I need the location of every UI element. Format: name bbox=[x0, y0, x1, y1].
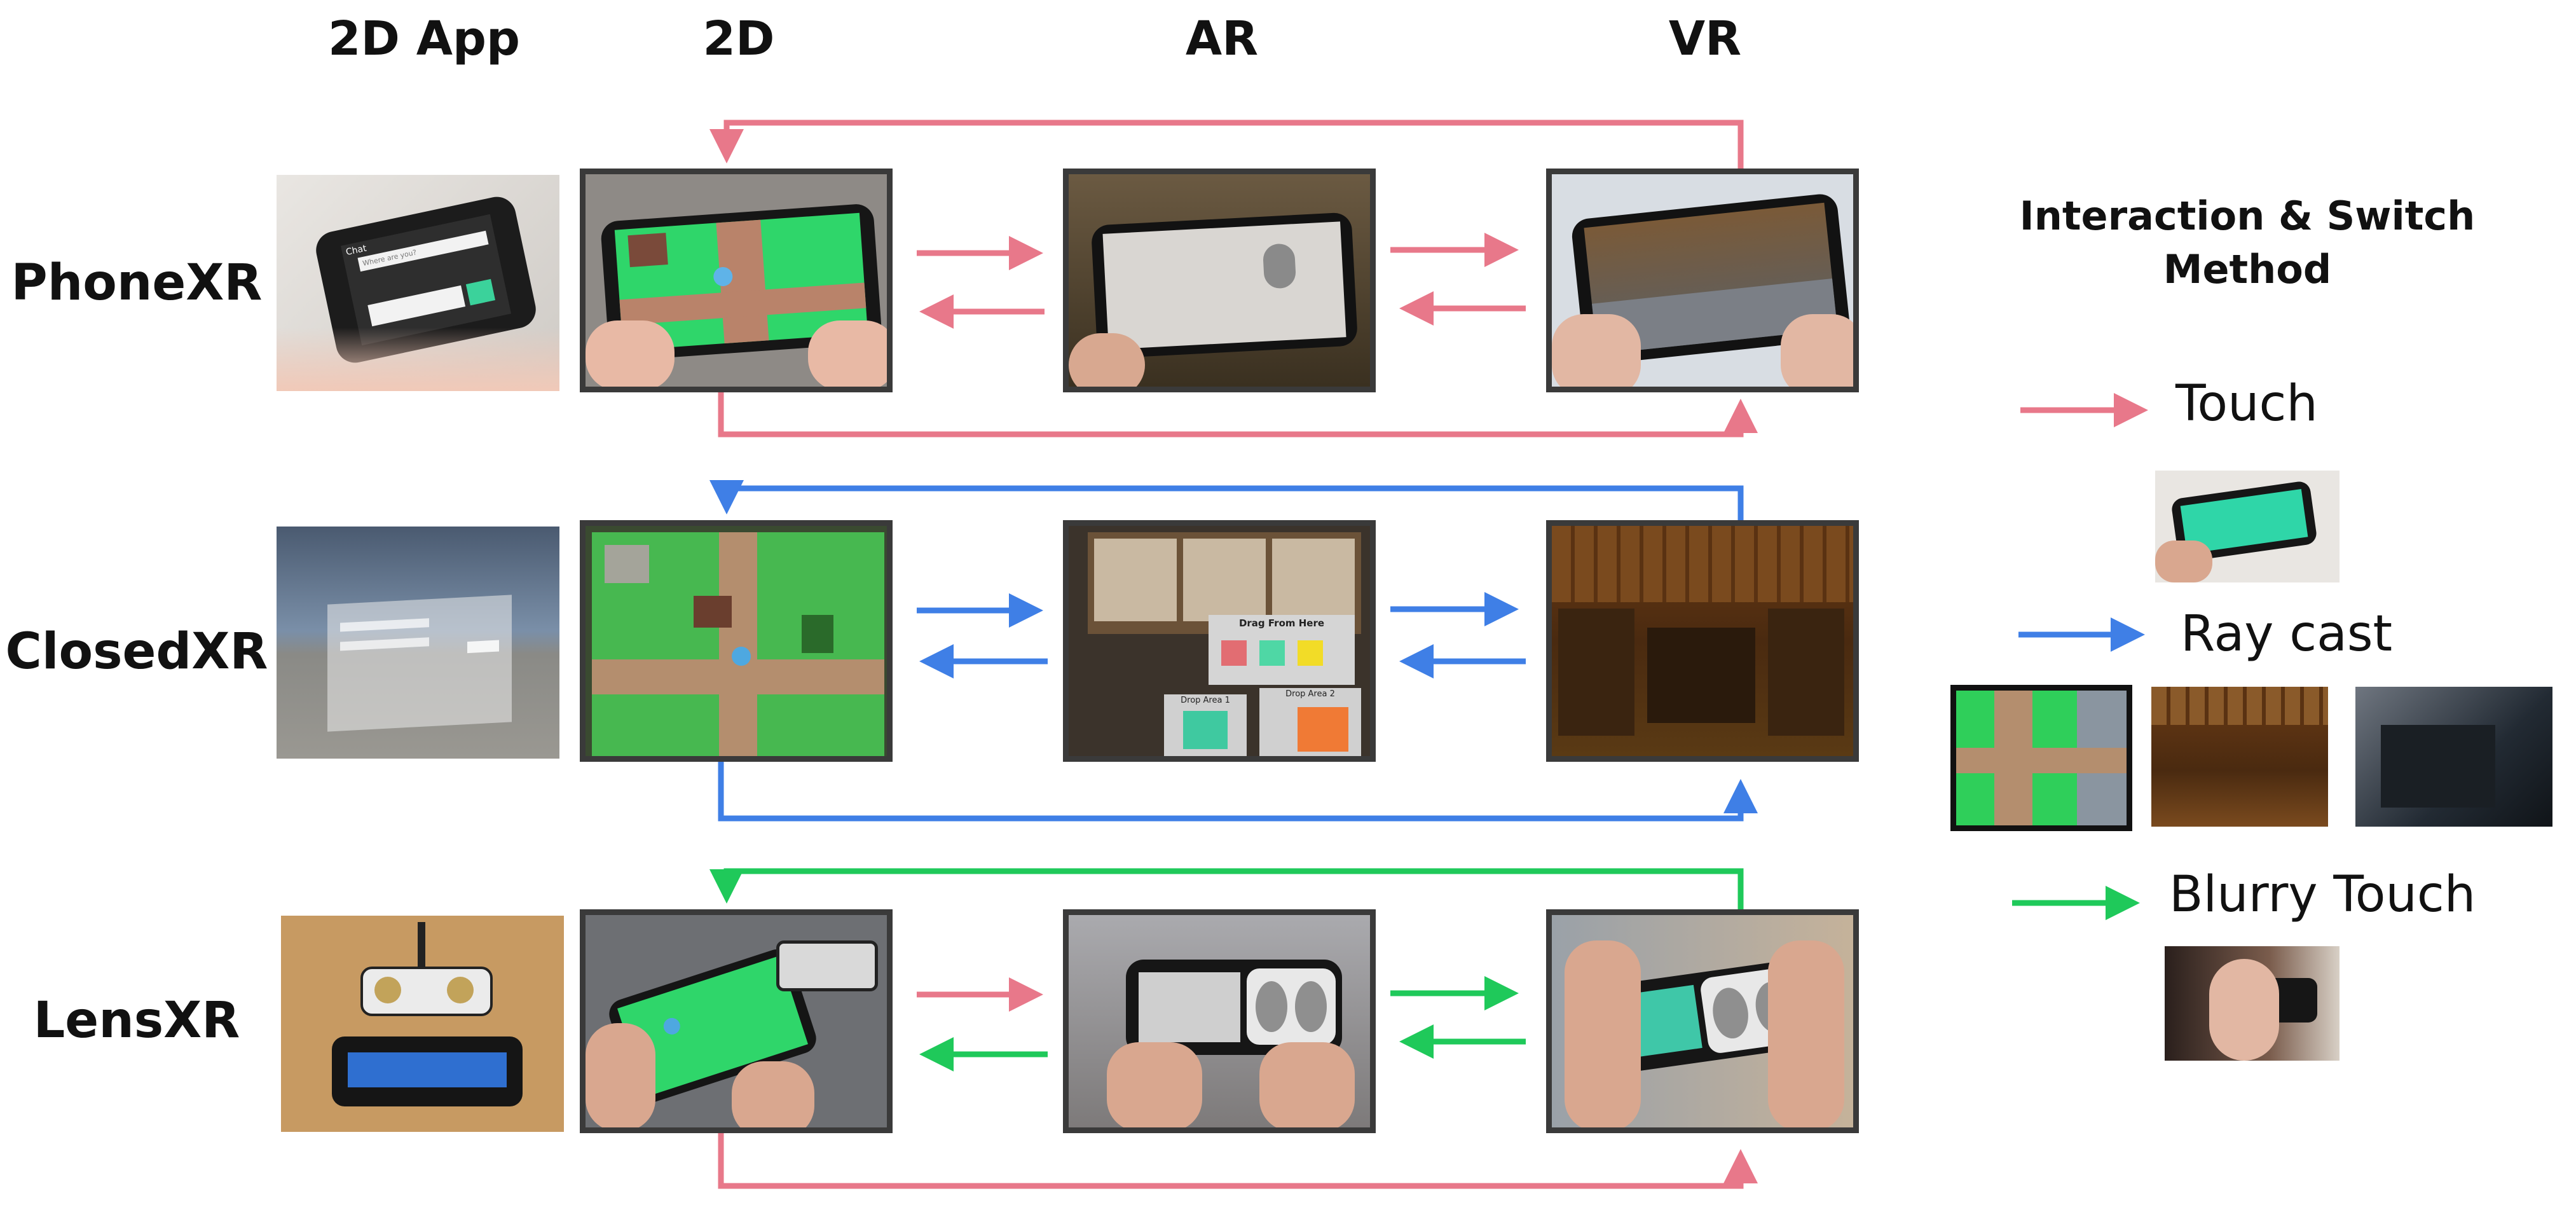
legend-label-blurry-touch: Blurry Touch bbox=[2169, 866, 2476, 923]
legend-raycast-thumbnail-3 bbox=[2355, 687, 2552, 827]
row-label-phonexr: PhoneXR bbox=[11, 254, 263, 312]
drop-area-1-panel: Drop Area 1 bbox=[1164, 694, 1247, 756]
phonexr-vr-photo bbox=[1546, 169, 1859, 392]
legend-raycast-thumbnail-1 bbox=[1950, 685, 2132, 831]
row-label-closedxr: ClosedXR bbox=[5, 623, 268, 680]
row-label-lensxr: LensXR bbox=[33, 992, 240, 1049]
column-header-ar: AR bbox=[1185, 11, 1259, 66]
closedxr-ar-photo: Drag From Here Drop Area 1 Drop Area 2 bbox=[1063, 520, 1376, 762]
lensxr-ar-photo bbox=[1063, 909, 1376, 1133]
phonexr-2d-app-photo: Chat Where are you? bbox=[277, 175, 559, 391]
lensxr-2d-photo bbox=[580, 909, 893, 1133]
closedxr-2d-photo bbox=[580, 520, 893, 762]
lensxr-2d-to-vr-bottom-connector bbox=[718, 1133, 1758, 1189]
drop-area-2-panel: Drop Area 2 bbox=[1259, 688, 1361, 756]
column-header-vr: VR bbox=[1668, 11, 1742, 66]
closedxr-2d-to-vr-bottom-connector bbox=[718, 762, 1758, 822]
legend-label-touch: Touch bbox=[2175, 375, 2318, 432]
phonexr-2d-photo bbox=[580, 169, 893, 392]
phonexr-2d-to-vr-bottom-connector bbox=[718, 392, 1758, 437]
lensxr-2d-app-photo bbox=[281, 916, 564, 1132]
column-header-2d-app: 2D App bbox=[328, 11, 520, 66]
lensxr-vr-to-2d-top-connector bbox=[709, 868, 1744, 909]
closedxr-vr-to-2d-top-connector bbox=[709, 480, 1744, 520]
legend-title: Interaction & Switch Method bbox=[2019, 193, 2476, 293]
closedxr-vr-photo bbox=[1546, 520, 1859, 762]
closedxr-2d-app-photo bbox=[277, 527, 559, 759]
legend-blurry-touch-thumbnail bbox=[2165, 946, 2340, 1061]
legend-raycast-thumbnail-2 bbox=[2151, 687, 2328, 827]
phonexr-vr-to-2d-top-connector bbox=[709, 120, 1744, 169]
column-header-2d: 2D bbox=[702, 11, 775, 66]
legend-label-raycast: Ray cast bbox=[2181, 605, 2393, 663]
legend-touch-thumbnail bbox=[2155, 471, 2340, 582]
drag-from-here-panel: Drag From Here bbox=[1209, 615, 1355, 685]
lensxr-vr-photo bbox=[1546, 909, 1859, 1133]
phonexr-ar-photo bbox=[1063, 169, 1376, 392]
